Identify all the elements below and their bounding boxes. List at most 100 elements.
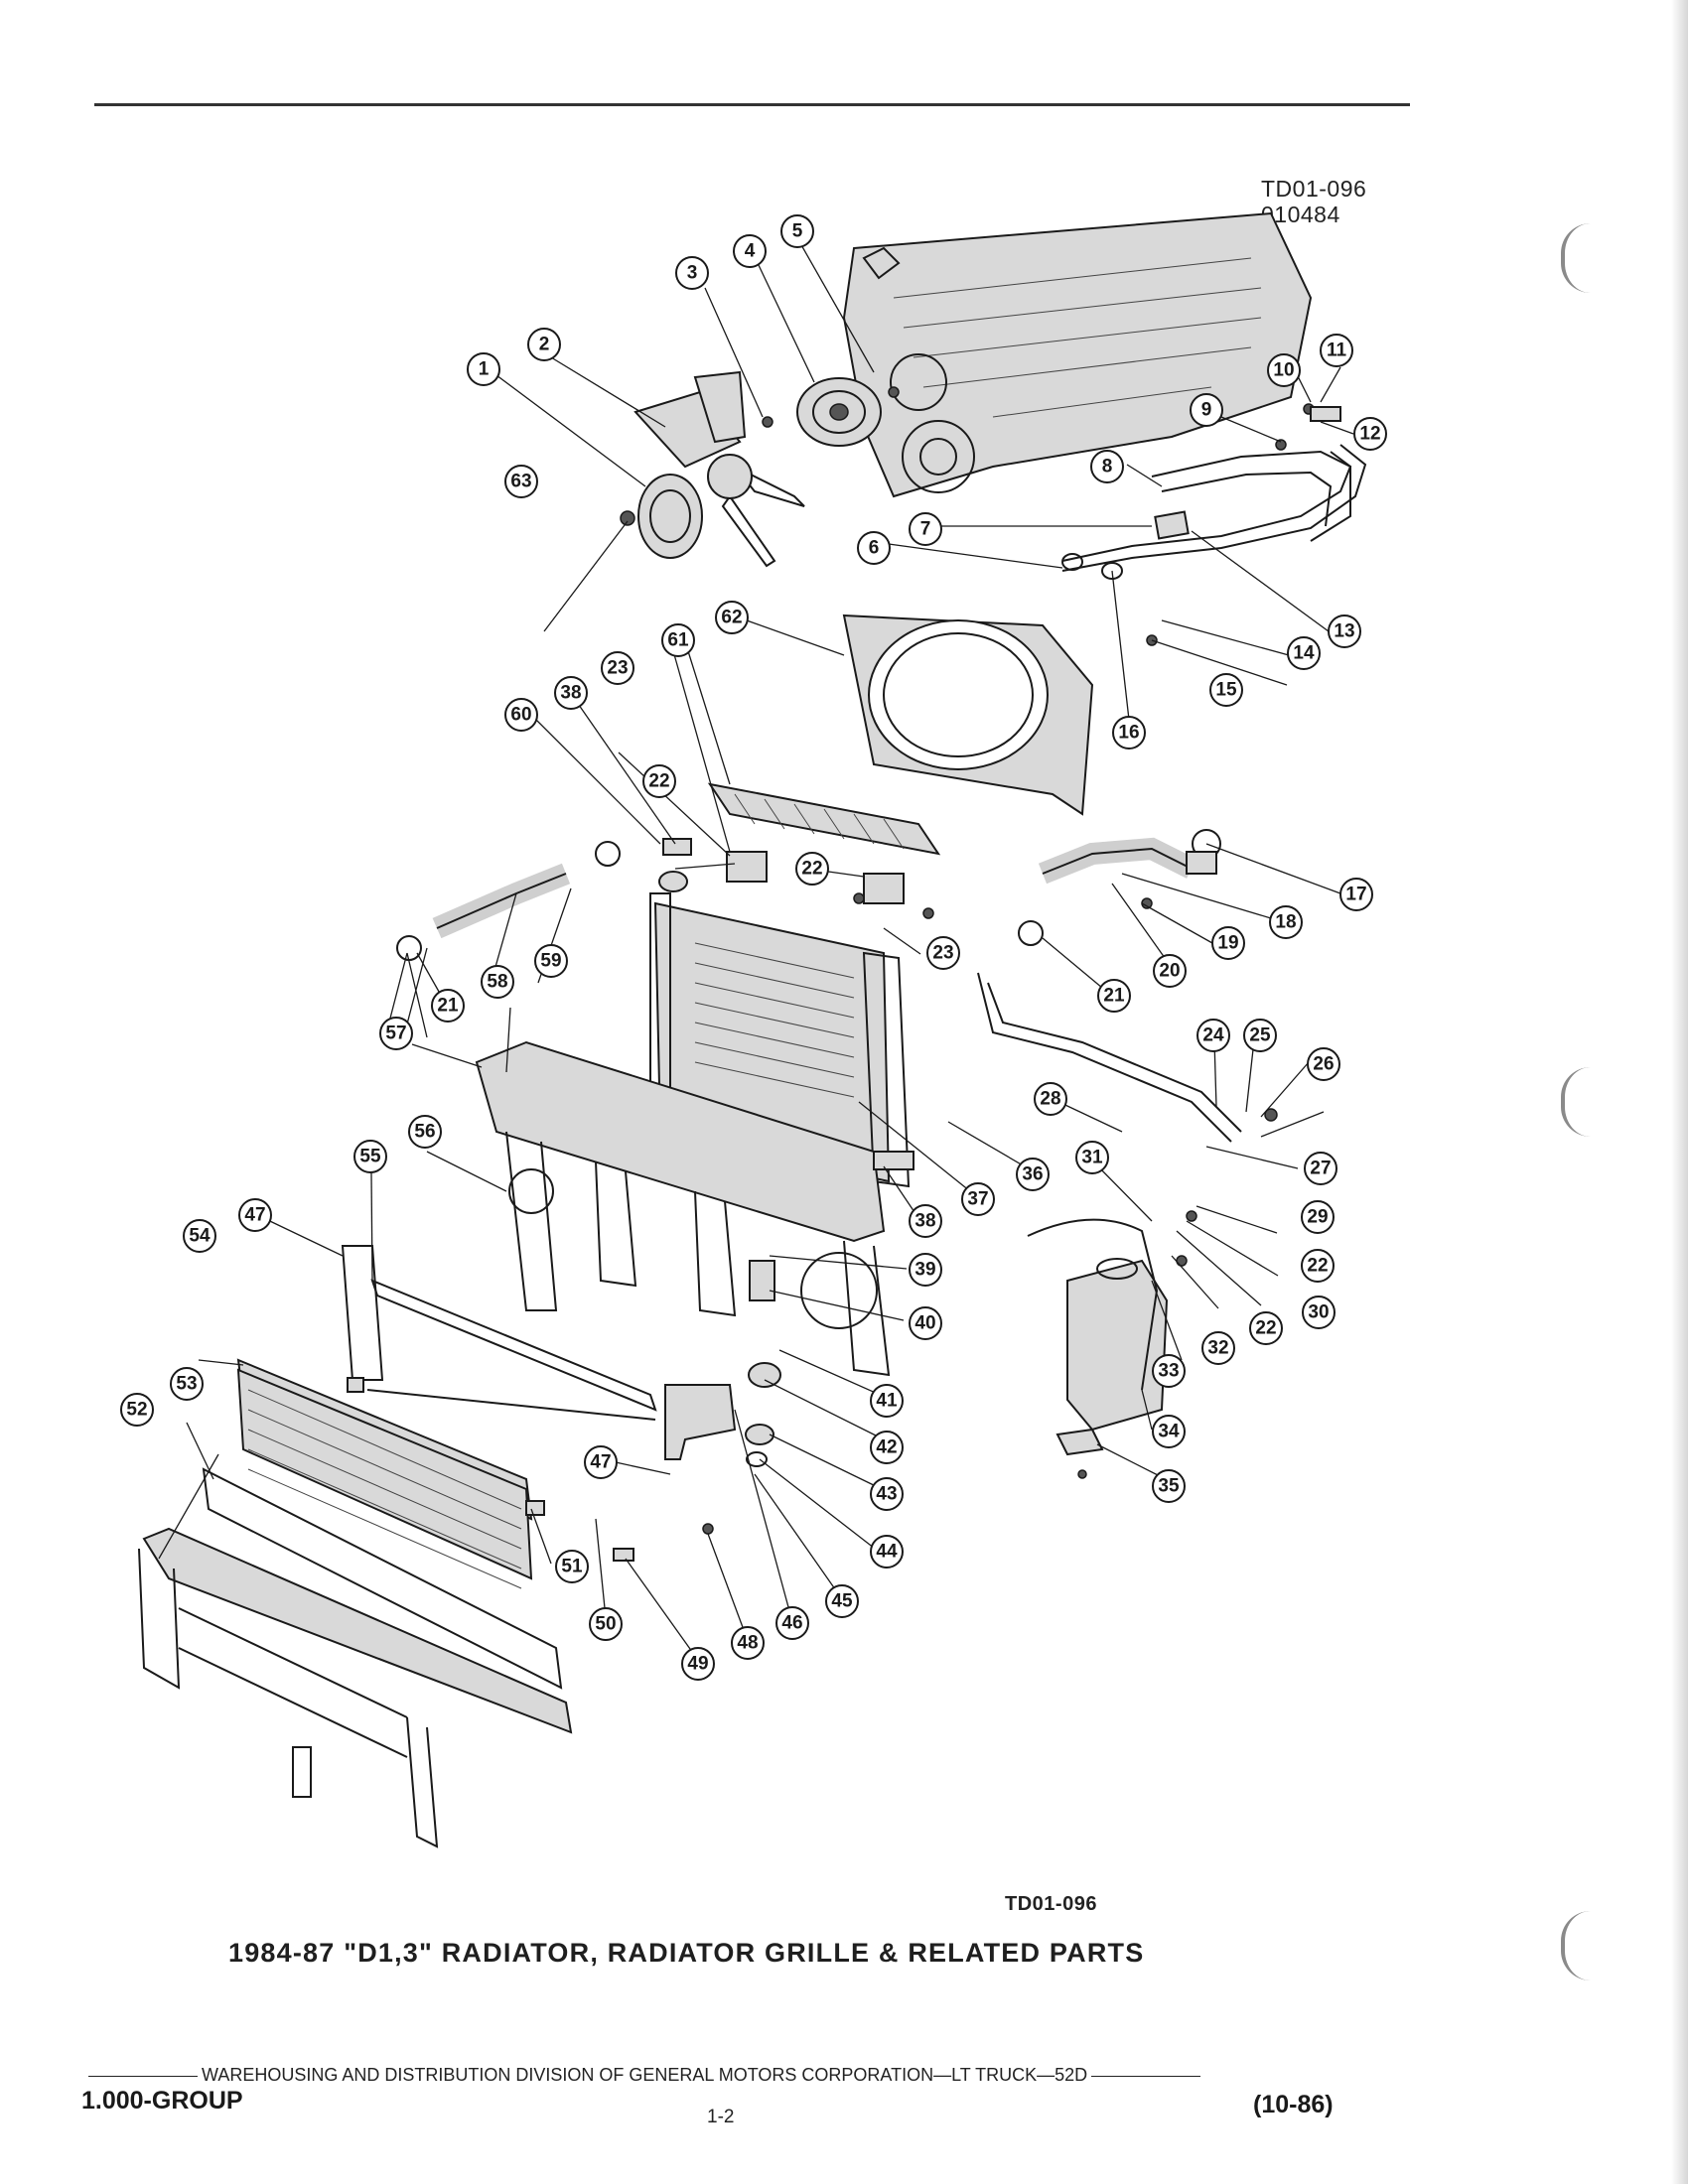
svg-text:63: 63 <box>510 472 531 492</box>
svg-text:38: 38 <box>560 683 581 704</box>
callout-42: 42 <box>870 1431 904 1464</box>
svg-text:22: 22 <box>1255 1318 1276 1339</box>
callout-29: 29 <box>1301 1200 1335 1234</box>
svg-text:20: 20 <box>1159 961 1180 982</box>
callout-23b: 23 <box>926 936 960 970</box>
callout-22d: 22 <box>1249 1311 1283 1345</box>
callout-11: 11 <box>1320 334 1353 367</box>
svg-text:37: 37 <box>967 1189 988 1210</box>
figure-caption: 1984-87 "D1,3" RADIATOR, RADIATOR GRILLE… <box>228 1938 1145 1968</box>
svg-text:32: 32 <box>1207 1338 1228 1359</box>
fan-assembly-illustration <box>620 370 805 568</box>
svg-text:23: 23 <box>932 943 953 964</box>
svg-text:56: 56 <box>414 1122 435 1143</box>
callout-1: 1 <box>467 352 500 386</box>
svg-text:48: 48 <box>737 1633 758 1654</box>
callout-38a: 38 <box>554 676 588 710</box>
svg-text:11: 11 <box>1327 341 1347 361</box>
svg-text:54: 54 <box>189 1226 211 1247</box>
callout-58: 58 <box>481 965 514 999</box>
callout-39: 39 <box>909 1253 942 1287</box>
cooler-lines-illustration <box>1061 444 1367 580</box>
svg-text:58: 58 <box>487 972 507 993</box>
callout-16: 16 <box>1112 716 1146 750</box>
svg-text:3: 3 <box>687 263 698 284</box>
callout-20: 20 <box>1153 954 1187 988</box>
svg-text:24: 24 <box>1202 1025 1224 1046</box>
callout-30: 30 <box>1302 1296 1336 1329</box>
fasteners-illustration <box>347 386 1341 1562</box>
svg-text:16: 16 <box>1118 723 1139 744</box>
svg-text:53: 53 <box>176 1374 197 1395</box>
svg-text:17: 17 <box>1345 885 1366 905</box>
top-rule <box>94 103 1410 106</box>
svg-text:50: 50 <box>595 1614 616 1635</box>
callout-13: 13 <box>1328 614 1361 648</box>
svg-text:21: 21 <box>1103 986 1125 1007</box>
callout-27: 27 <box>1304 1152 1337 1185</box>
svg-text:23: 23 <box>607 658 628 679</box>
svg-text:25: 25 <box>1249 1025 1271 1046</box>
callout-10: 10 <box>1267 353 1301 387</box>
svg-text:4: 4 <box>745 241 756 262</box>
svg-text:34: 34 <box>1158 1422 1180 1442</box>
callout-49: 49 <box>681 1647 715 1681</box>
radiator-baffle-illustration <box>707 782 941 856</box>
callout-23a: 23 <box>601 651 634 685</box>
callout-57: 57 <box>379 1017 413 1050</box>
callout-12: 12 <box>1353 417 1387 451</box>
footer-publisher-text: WAREHOUSING AND DISTRIBUTION DIVISION OF… <box>202 2065 1088 2085</box>
svg-text:43: 43 <box>876 1484 897 1505</box>
svg-text:22: 22 <box>1307 1256 1328 1277</box>
svg-text:62: 62 <box>721 608 742 628</box>
callout-31: 31 <box>1075 1141 1109 1174</box>
page-number: 1-2 <box>707 2107 735 2127</box>
svg-text:21: 21 <box>437 996 459 1017</box>
callout-36: 36 <box>1016 1158 1050 1191</box>
svg-text:10: 10 <box>1273 360 1294 381</box>
svg-text:9: 9 <box>1201 400 1212 421</box>
svg-text:5: 5 <box>792 221 803 242</box>
callout-41: 41 <box>870 1384 904 1418</box>
svg-text:29: 29 <box>1307 1207 1328 1228</box>
callout-44: 44 <box>870 1535 904 1569</box>
svg-text:14: 14 <box>1293 643 1315 664</box>
svg-text:1: 1 <box>479 359 490 380</box>
svg-text:33: 33 <box>1158 1361 1179 1382</box>
svg-text:44: 44 <box>876 1542 898 1563</box>
callout-62: 62 <box>715 601 749 634</box>
svg-text:28: 28 <box>1040 1089 1060 1110</box>
svg-text:47: 47 <box>244 1205 265 1226</box>
figure-reference-bottom: TD01-096 <box>1005 1893 1097 1915</box>
fan-pulley-illustration <box>796 377 882 447</box>
callout-38b: 38 <box>909 1204 942 1238</box>
callout-21b: 21 <box>431 989 465 1023</box>
binder-hole-bottom <box>1561 1911 1591 1980</box>
callout-8: 8 <box>1090 450 1124 483</box>
callout-22b: 22 <box>795 852 829 886</box>
callout-24: 24 <box>1196 1019 1230 1052</box>
callout-33: 33 <box>1152 1354 1186 1388</box>
callout-51: 51 <box>555 1550 589 1583</box>
svg-text:35: 35 <box>1158 1476 1180 1497</box>
callout-54: 54 <box>183 1219 216 1253</box>
callout-53: 53 <box>170 1367 204 1401</box>
lower-brackets-illustration <box>664 1151 914 1467</box>
callout-56: 56 <box>408 1115 442 1149</box>
svg-text:27: 27 <box>1310 1159 1331 1179</box>
svg-text:57: 57 <box>385 1024 406 1044</box>
svg-text:49: 49 <box>687 1654 708 1675</box>
svg-text:15: 15 <box>1215 680 1237 701</box>
svg-text:45: 45 <box>831 1591 853 1612</box>
callout-37: 37 <box>961 1182 995 1216</box>
binder-hole-top <box>1561 223 1591 293</box>
svg-text:31: 31 <box>1081 1148 1103 1168</box>
callout-48: 48 <box>731 1626 765 1660</box>
figure-code: TD01-096 <box>1261 176 1367 202</box>
callout-32: 32 <box>1201 1331 1235 1365</box>
callout-60: 60 <box>504 698 538 732</box>
engine-block-illustration <box>842 211 1313 498</box>
svg-text:40: 40 <box>914 1313 935 1334</box>
revision-date: (10-86) <box>1253 2091 1334 2118</box>
